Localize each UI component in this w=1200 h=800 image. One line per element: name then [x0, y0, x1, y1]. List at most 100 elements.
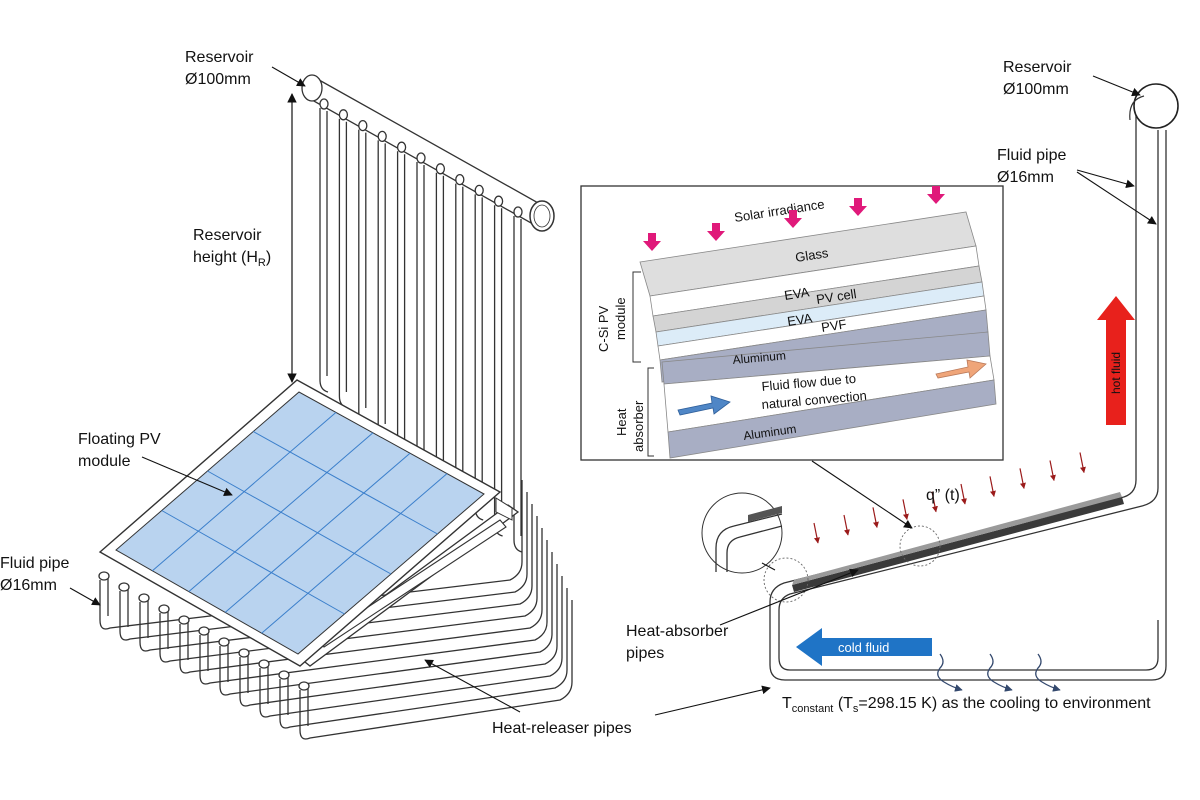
pipe-opening — [238, 648, 250, 658]
left-fluid-pipe-label-line1: Fluid pipe — [0, 555, 69, 572]
pv-grid-line — [188, 432, 374, 592]
boundary-condition-label: Tconstant (Ts=298.15 K) as the cooling t… — [782, 695, 1151, 715]
heat-releaser-leader-left — [424, 659, 521, 713]
floating-pv-label-line1: Floating PV — [78, 431, 161, 448]
heat-releaser-pipe — [239, 564, 558, 707]
layer-aluminum-bottom — [667, 379, 997, 459]
pipe-opening — [138, 593, 150, 603]
riser-pipe — [319, 108, 329, 393]
pipe-connector — [435, 163, 446, 175]
pipe-opening — [278, 670, 290, 680]
pv-grid-line — [253, 431, 438, 535]
heat-flux-arrow — [1049, 460, 1056, 482]
solar-irradiance-arrows — [643, 186, 945, 251]
heat-releaser-pipe — [259, 576, 563, 718]
right-fluid-pipe-label-line2: Ø16mm — [997, 169, 1054, 186]
reservoir-height-label-line2: height (HR) — [193, 249, 271, 269]
reservoir-pipe-connectors — [319, 98, 523, 218]
zoom-connector — [761, 562, 776, 571]
heat-releaser-pipe — [179, 528, 543, 674]
heat-flux-arrow — [872, 507, 879, 528]
reservoir-height-label-line1: Reservoir — [193, 227, 262, 244]
pv-module-bracket — [632, 271, 641, 363]
heat-flux-arrow — [843, 514, 850, 536]
pipe-connector — [474, 184, 484, 197]
right-reservoir-leader — [1092, 75, 1141, 97]
floating-pv-module — [98, 379, 502, 667]
pv-module-group-label-line2: module — [613, 297, 628, 340]
zoom-circle-corner — [763, 557, 809, 603]
cooling-arrow — [987, 653, 1013, 692]
reservoir-height-dimension: Reservoir height (HR) — [193, 93, 297, 383]
pipe-opening — [118, 582, 130, 592]
aluminum-top-label: Aluminum — [732, 348, 786, 367]
cooling-arrow — [1035, 653, 1061, 692]
heat-flux-arrow — [1019, 468, 1026, 489]
right-section: Reservoir Ø100mm Fluid pipe Ø16mm hot fl… — [626, 59, 1179, 715]
glass-label: Glass — [794, 245, 830, 265]
heat-flux-arrow — [931, 491, 938, 513]
right-inner-pipe — [778, 130, 1159, 671]
pv-module-group-label-line1: C-Si PV — [596, 305, 611, 352]
heat-flux-label: q” (t) — [926, 487, 960, 504]
left-reservoir-label-line1: Reservoir — [185, 49, 254, 66]
heat-absorber-pipes-label-line2: pipes — [626, 645, 664, 662]
pipe-connector — [513, 206, 523, 218]
left-fluid-pipe-label: Fluid pipe Ø16mm — [0, 555, 101, 606]
pipe-connector — [377, 130, 387, 143]
pipe-opening — [258, 659, 270, 669]
cold-fluid-arrow: cold fluid — [796, 628, 932, 666]
heat-flux-arrow — [813, 522, 820, 544]
heat-flux-arrow — [960, 483, 967, 505]
right-reservoir-label-line2: Ø100mm — [1003, 81, 1069, 98]
heat-releaser-pipe — [199, 540, 548, 685]
cooling-arrow — [937, 653, 963, 692]
pipe-connector — [455, 173, 465, 186]
zoom-detail-pipe-corner — [715, 506, 783, 572]
zoom-circle-inset — [899, 525, 941, 567]
heat-absorber-group-label-line1: Heat — [614, 408, 629, 436]
flow-arrow-hot — [935, 359, 987, 379]
hot-fluid-arrow: hot fluid — [1097, 296, 1135, 425]
layer-stack — [639, 211, 997, 459]
heat-absorber-group-label-line2: absorber — [631, 400, 646, 452]
left-reservoir-label: Reservoir Ø100mm — [185, 49, 306, 88]
pipe-connector — [358, 119, 368, 132]
eva-top-label: EVA — [783, 284, 810, 303]
riser-pipe — [513, 216, 523, 553]
left-fluid-pipe-label-line2: Ø16mm — [0, 577, 57, 594]
heat-releaser-leader-right — [654, 685, 771, 716]
pipe-connector — [319, 98, 329, 110]
absorber-plate — [792, 497, 1124, 592]
floating-pv-label-line2: module — [78, 453, 131, 470]
irradiance-arrow — [927, 186, 945, 204]
inset-to-pipe-leader — [811, 460, 913, 529]
heat-releaser-label-text: Heat-releaser pipes — [492, 720, 632, 737]
pv-grid-line — [224, 452, 411, 613]
heat-flux-arrow — [1079, 452, 1086, 474]
pipe-opening — [298, 681, 310, 691]
floating-pv-leader — [141, 456, 233, 496]
pv-grid-line — [261, 473, 448, 634]
irradiance-arrow — [784, 210, 802, 228]
pvf-label: PVF — [820, 316, 847, 335]
right-reservoir-label-line1: Reservoir — [1003, 59, 1072, 76]
irradiance-arrow — [849, 198, 867, 216]
left-fluid-pipe-leader — [69, 587, 101, 606]
left-assembly: Reservoir Ø100mm Reservoir height (HR) F… — [0, 49, 771, 740]
pipe-connector — [396, 141, 407, 153]
pipe-connector — [338, 109, 349, 121]
pipe-connector — [493, 195, 504, 207]
zoom-detail-circle — [701, 492, 783, 574]
pv-grid-line — [161, 510, 345, 615]
layer-inset: Solar irradiance Glass EVA PV cell EVA P… — [580, 185, 1004, 529]
irradiance-arrow — [707, 223, 725, 241]
right-reservoir-circle — [1133, 83, 1179, 129]
pv-grid-line — [207, 470, 392, 575]
cold-fluid-label: cold fluid — [838, 640, 889, 655]
pipe-opening — [218, 637, 230, 647]
pipe-opening — [178, 615, 190, 625]
heat-releaser-label: Heat-releaser pipes — [424, 659, 771, 737]
left-reservoir-leader — [271, 66, 306, 87]
